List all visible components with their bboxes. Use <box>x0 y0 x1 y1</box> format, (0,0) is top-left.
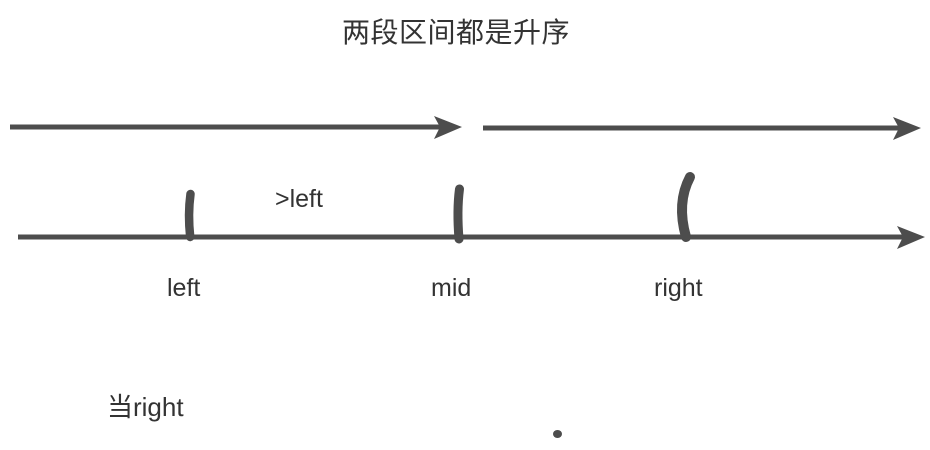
ascending-segment-right-arrow <box>483 117 921 140</box>
annotation-greater-than-left: >left <box>275 185 323 213</box>
right-marker-tick <box>677 172 695 242</box>
ascending-segment-left-arrowhead <box>434 116 462 139</box>
marker-label-right: right <box>654 274 703 302</box>
number-line-axis-arrowhead <box>897 226 925 249</box>
ascending-segment-left-arrow <box>10 116 462 139</box>
marker-label-left: left <box>167 274 201 302</box>
number-line-axis <box>18 226 925 249</box>
page-title: 两段区间都是升序 <box>342 17 571 48</box>
mid-marker-tick <box>453 184 464 244</box>
ink-dot <box>553 430 562 438</box>
ascending-segment-right-arrowhead <box>893 117 921 140</box>
note-when-right: 当right <box>107 392 184 422</box>
left-marker-tick <box>184 189 195 242</box>
marker-label-mid: mid <box>431 274 472 302</box>
